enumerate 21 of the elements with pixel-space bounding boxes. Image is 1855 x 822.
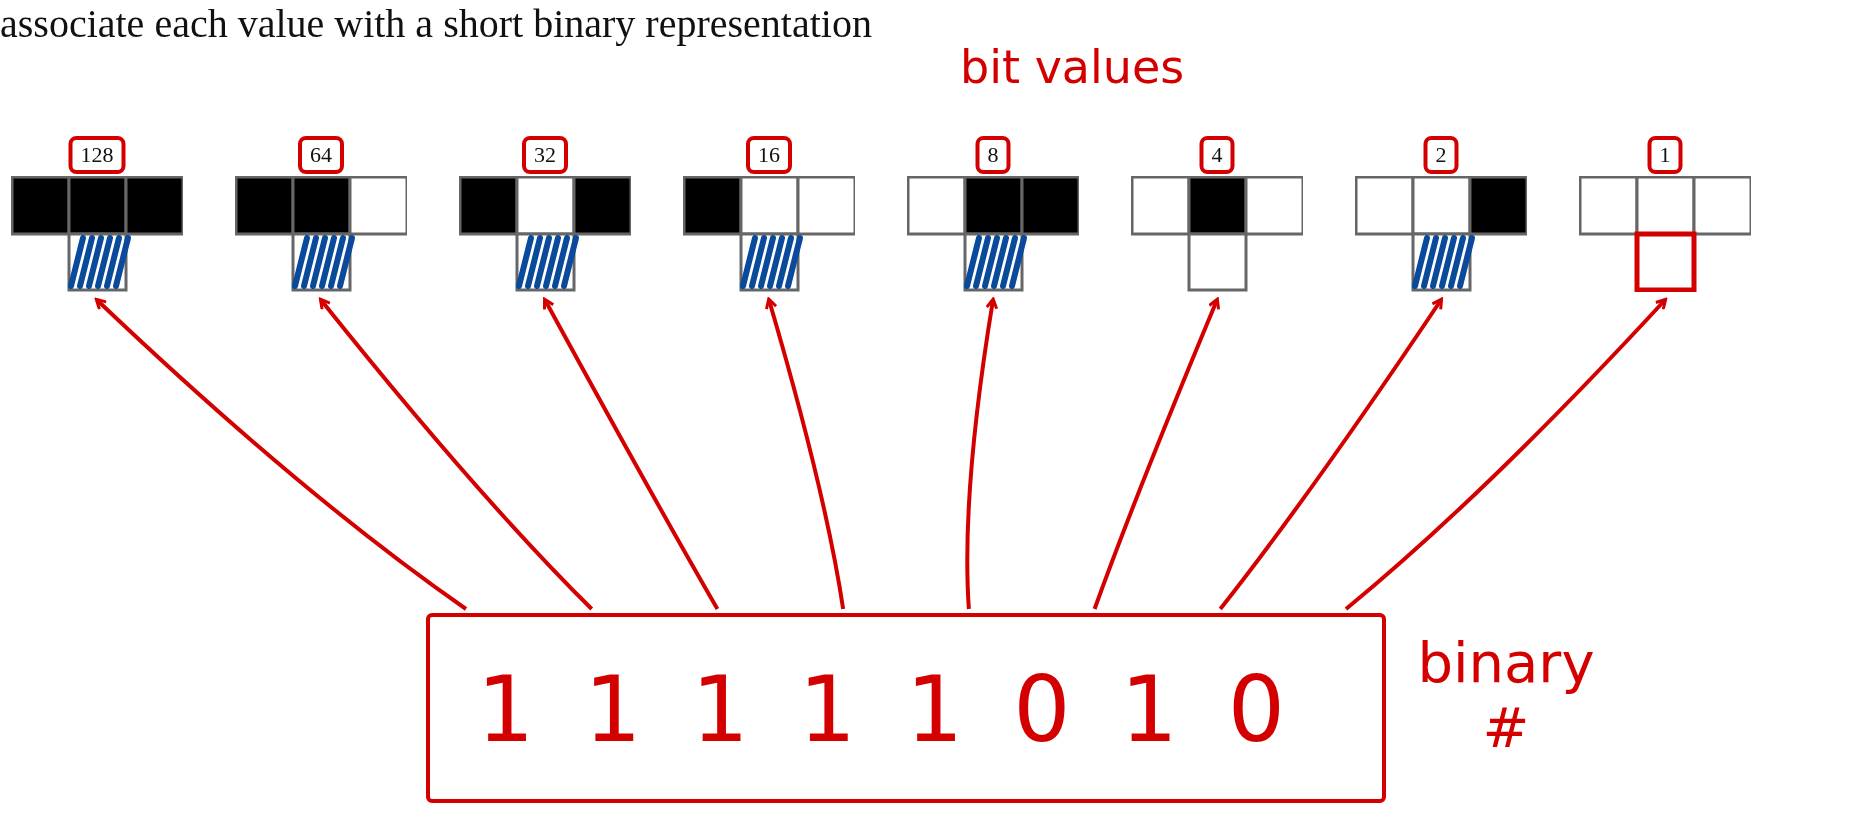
heading: associate each value with a short binary representation (0, 0, 872, 47)
bit-value: 16 (746, 136, 792, 174)
arrow (94, 297, 468, 611)
bit-value: 64 (298, 136, 344, 174)
arrow (1218, 297, 1444, 611)
arrow (1092, 297, 1221, 610)
bit-value: 8 (975, 136, 1011, 174)
handwritten-note: binary # (1416, 630, 1596, 760)
bit-value: 4 (1199, 136, 1235, 174)
arrow (1344, 297, 1668, 611)
bit-value: 2 (1423, 136, 1459, 174)
arrow (764, 297, 846, 610)
handwritten-note: bit values (960, 40, 1185, 94)
bit-value: 128 (68, 136, 126, 174)
arrow (542, 297, 720, 610)
binary-digits: 11111010 (475, 657, 1337, 762)
arrow (318, 297, 594, 611)
bit-value: 1 (1647, 136, 1683, 174)
number-box (426, 613, 1386, 803)
arrow (965, 297, 999, 610)
bit-value: 32 (522, 136, 568, 174)
